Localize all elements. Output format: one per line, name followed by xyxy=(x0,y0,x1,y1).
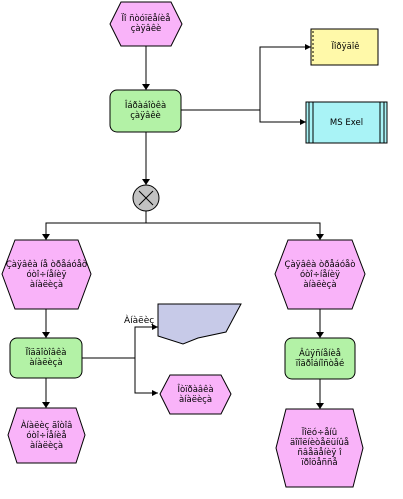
edge-review-to-excel xyxy=(181,109,306,123)
event-right-bottom-shape[interactable] xyxy=(275,408,364,488)
edge-func-to-info xyxy=(82,326,158,359)
info-object-analysis-shape[interactable] xyxy=(157,303,242,345)
xor-connector[interactable] xyxy=(132,184,160,212)
event-top-shape[interactable] xyxy=(109,1,183,47)
function-review-label: Îáðàáîòêà çàÿâêè xyxy=(124,101,167,121)
function-left-label: Ïîäãîòîâêà àíàëèçà xyxy=(25,348,67,368)
event-send-analysis-label: Îòïðàâêà àíàëèçà xyxy=(177,384,214,405)
function-right-shape[interactable] xyxy=(284,337,356,380)
info-object-analysis-label: Àíàëèç xyxy=(124,316,155,326)
function-left-shape[interactable] xyxy=(9,337,83,379)
arrowheads xyxy=(42,44,324,409)
connections xyxy=(45,46,321,409)
event-left-bottom-shape[interactable] xyxy=(7,407,86,464)
document-order-shape[interactable] xyxy=(310,28,379,66)
app-system-excel-shape[interactable] xyxy=(305,101,388,144)
function-right-label: Âûÿñíåíèå ïîäðîáíîñòåé xyxy=(295,348,345,369)
event-left-label: Çàÿâêà íå òðåáóåò óòî÷íåíèÿ àíàëèçà xyxy=(5,259,88,290)
event-left-bottom-label: Àíàëèç ãîòîâ óòî÷íåíèå àíàëèçà xyxy=(20,420,73,451)
event-top-label: Ïî ñòóïëåíèå çàÿâêè xyxy=(121,14,171,34)
edge-func-to-send xyxy=(134,358,158,394)
event-left-shape[interactable] xyxy=(1,239,92,310)
event-send-analysis-shape[interactable] xyxy=(159,374,232,415)
event-right-bottom-label: Ïîëó÷åíû äîïîëíèòåëüíûå ñâåäåíèÿ î ïðîöå… xyxy=(289,428,350,468)
event-right-shape[interactable] xyxy=(274,239,366,310)
edge-xor-split xyxy=(45,222,321,240)
function-review-shape[interactable] xyxy=(109,89,182,133)
event-right-label: Çàÿâêà òðåáóåò óòî÷íåíèÿ àíàëèçà xyxy=(284,259,356,290)
app-system-excel-label: MS Exel xyxy=(329,117,364,128)
document-order-label: Ïîðÿäîê xyxy=(331,42,360,52)
edge-review-to-order xyxy=(181,46,311,111)
